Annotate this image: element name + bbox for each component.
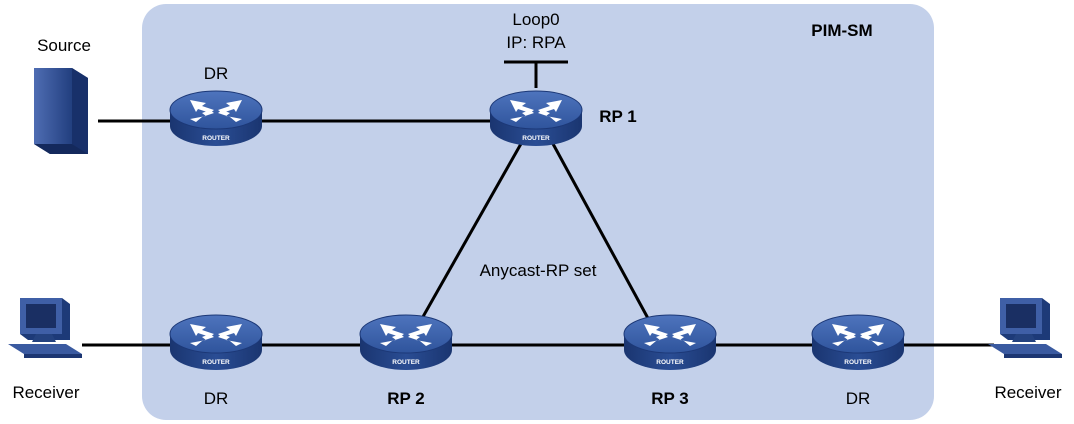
router-icon: ROUTER bbox=[623, 314, 717, 371]
link-rp1-rp2 bbox=[418, 141, 524, 323]
router-badge: ROUTER bbox=[656, 359, 684, 366]
router-badge: ROUTER bbox=[392, 359, 420, 366]
router-badge: ROUTER bbox=[522, 135, 550, 142]
rp1-label: RP 1 bbox=[599, 107, 637, 126]
router-icon: ROUTER bbox=[169, 314, 263, 371]
router-icon: ROUTER bbox=[359, 314, 453, 371]
loopback-name: Loop0 bbox=[512, 10, 559, 29]
router-badge: ROUTER bbox=[202, 359, 230, 366]
router-icon: ROUTER bbox=[811, 314, 905, 371]
router-icon: ROUTER bbox=[169, 90, 263, 147]
workstation-icon bbox=[988, 298, 1062, 358]
dr-source-label: DR bbox=[204, 64, 229, 83]
server-icon bbox=[34, 68, 88, 154]
domain-label: PIM-SM bbox=[811, 21, 872, 40]
dr-right-label: DR bbox=[846, 389, 871, 408]
receiver-right-label: Receiver bbox=[994, 383, 1061, 402]
rp2-label: RP 2 bbox=[387, 389, 425, 408]
rp3-label: RP 3 bbox=[651, 389, 689, 408]
pim-sm-domain bbox=[142, 4, 934, 420]
router-icon: ROUTER bbox=[489, 90, 583, 147]
workstation-icon bbox=[8, 298, 82, 358]
source-label: Source bbox=[37, 36, 91, 55]
router-badge: ROUTER bbox=[844, 359, 872, 366]
dr-left-label: DR bbox=[204, 389, 229, 408]
anycast-label: Anycast-RP set bbox=[480, 261, 597, 280]
router-badge: ROUTER bbox=[202, 135, 230, 142]
link-rp1-rp3 bbox=[550, 141, 652, 323]
receiver-left-label: Receiver bbox=[12, 383, 79, 402]
loopback-ip: IP: RPA bbox=[506, 33, 566, 52]
